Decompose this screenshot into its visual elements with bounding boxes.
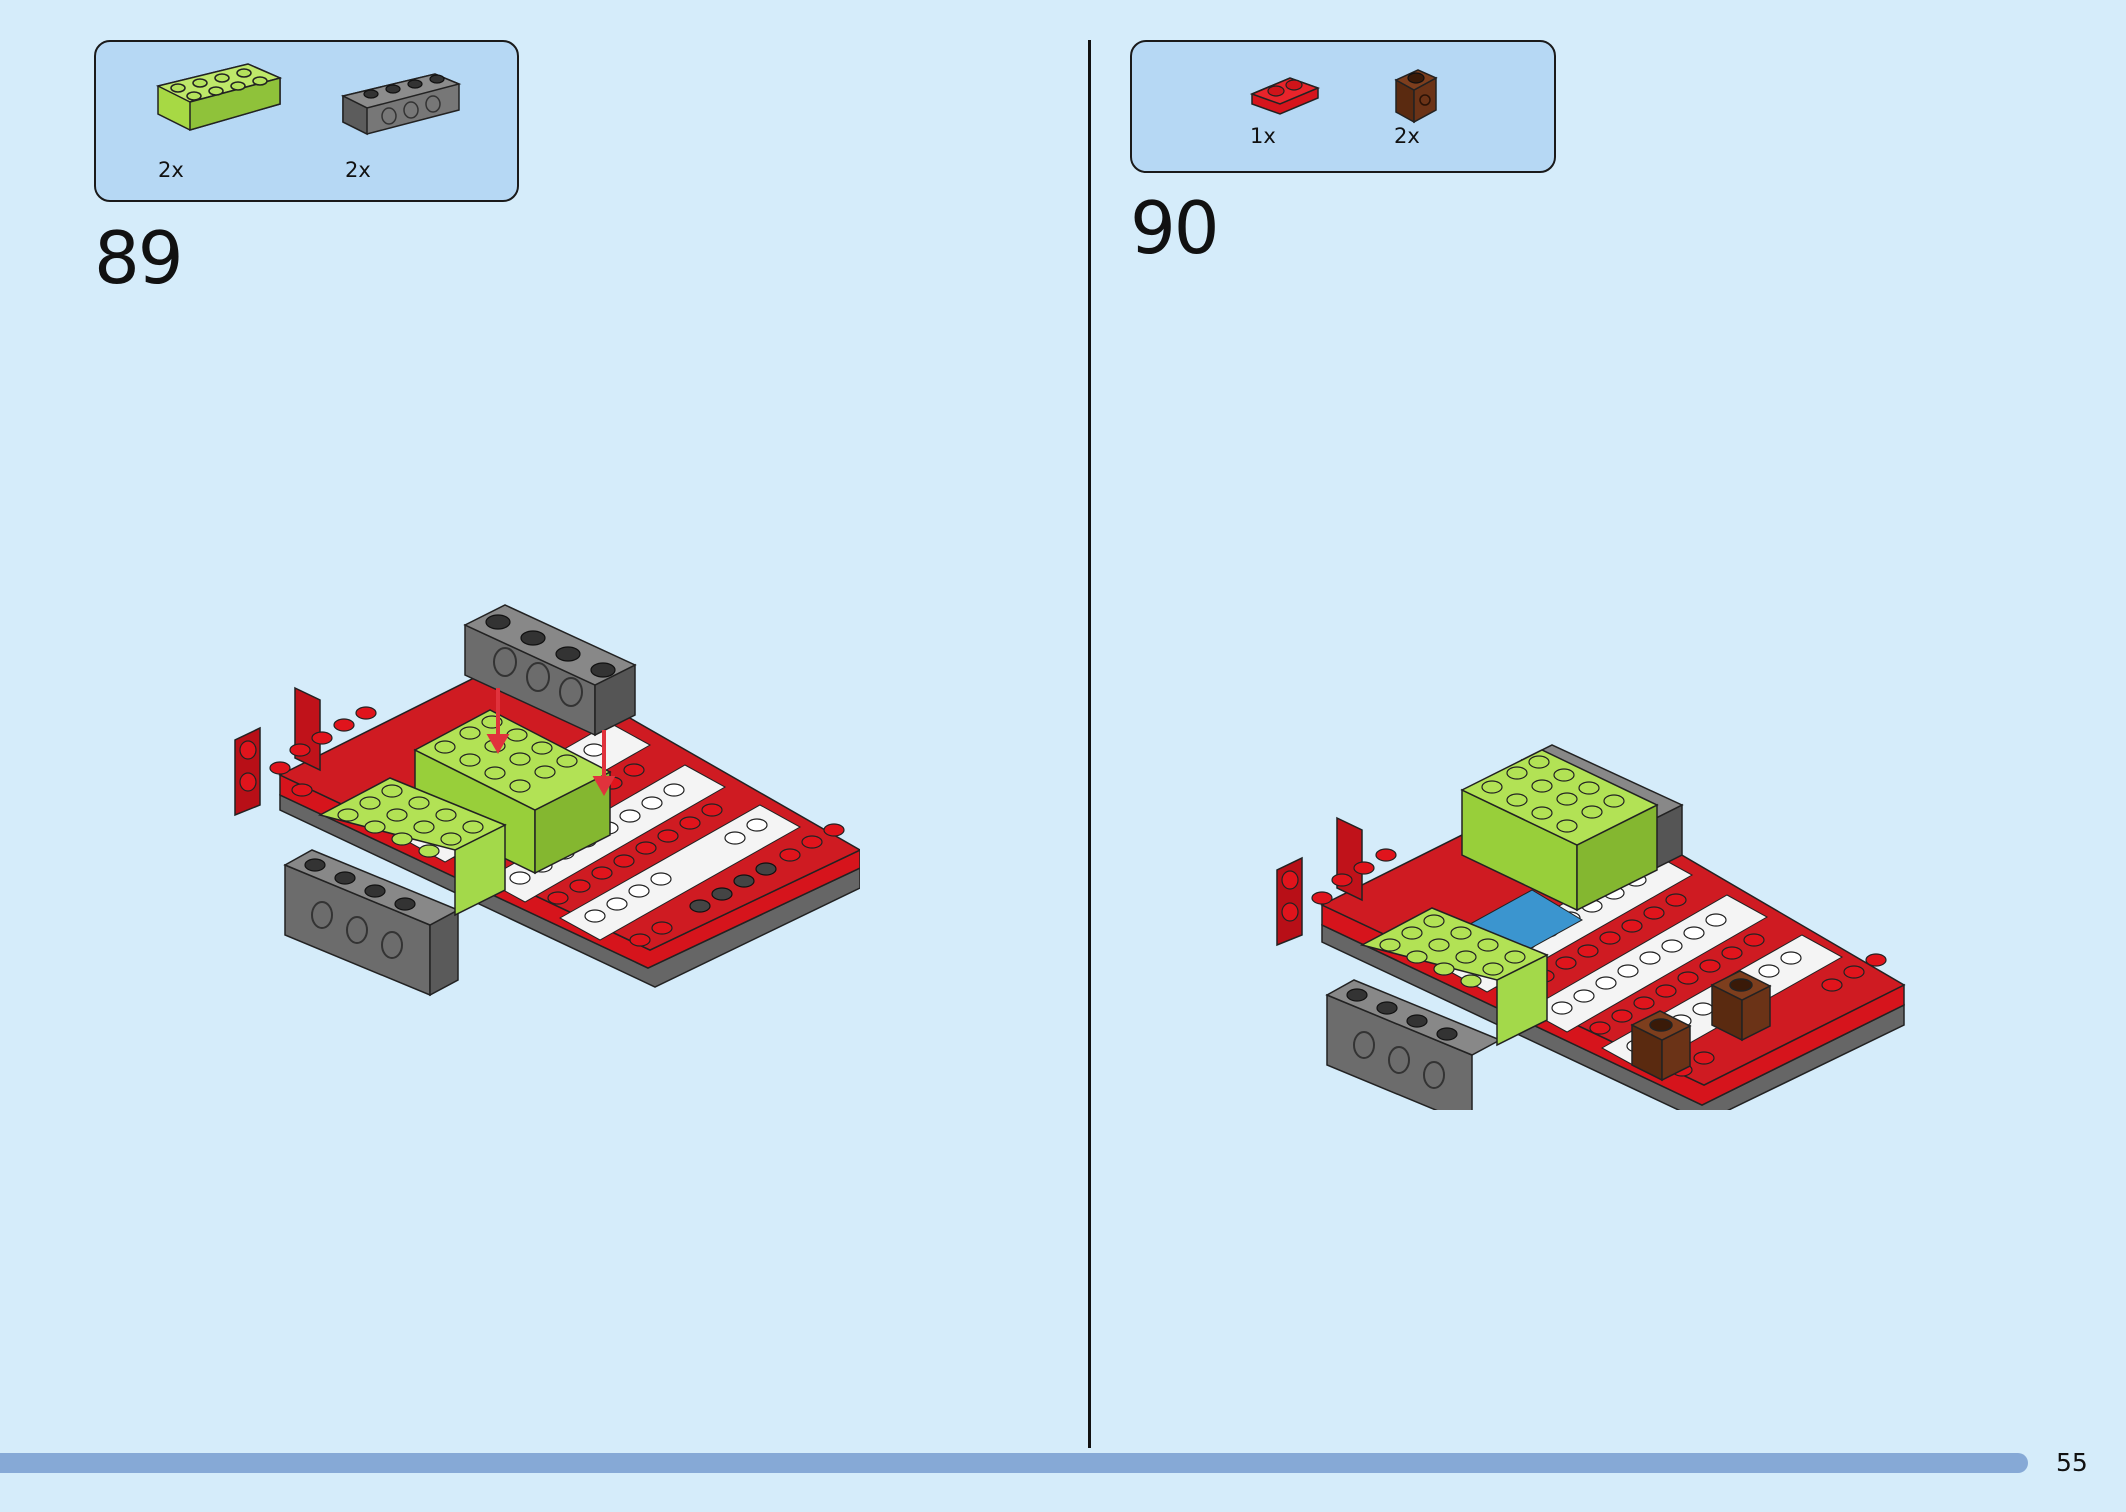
page-number: 55: [2056, 1448, 2088, 1477]
step-90-number: 90: [1130, 186, 1220, 270]
step-90-part-1-quantity: 1x: [1250, 124, 1276, 148]
step-89-build-illustration: [234, 604, 860, 997]
lime-brick-2x4-icon: [156, 63, 283, 131]
step-90-parts-callout: 1x 2x: [1130, 40, 1556, 173]
page-divider: [1088, 40, 1091, 1448]
step-90-build-illustration: [1276, 744, 1906, 1110]
step-89-parts-callout: 2x 2x: [94, 40, 519, 202]
red-plate-1x2-icon: [1250, 77, 1321, 115]
step-89-part-2-quantity: 2x: [345, 158, 371, 182]
step-90-part-2-quantity: 2x: [1394, 124, 1420, 148]
step-89-part-1-quantity: 2x: [158, 158, 184, 182]
dark-gray-technic-brick-1x4-icon: [341, 73, 462, 136]
progress-bar: [0, 1453, 2028, 1473]
step-89-number: 89: [94, 216, 184, 300]
brown-brick-1x1-icon: [1394, 69, 1438, 124]
